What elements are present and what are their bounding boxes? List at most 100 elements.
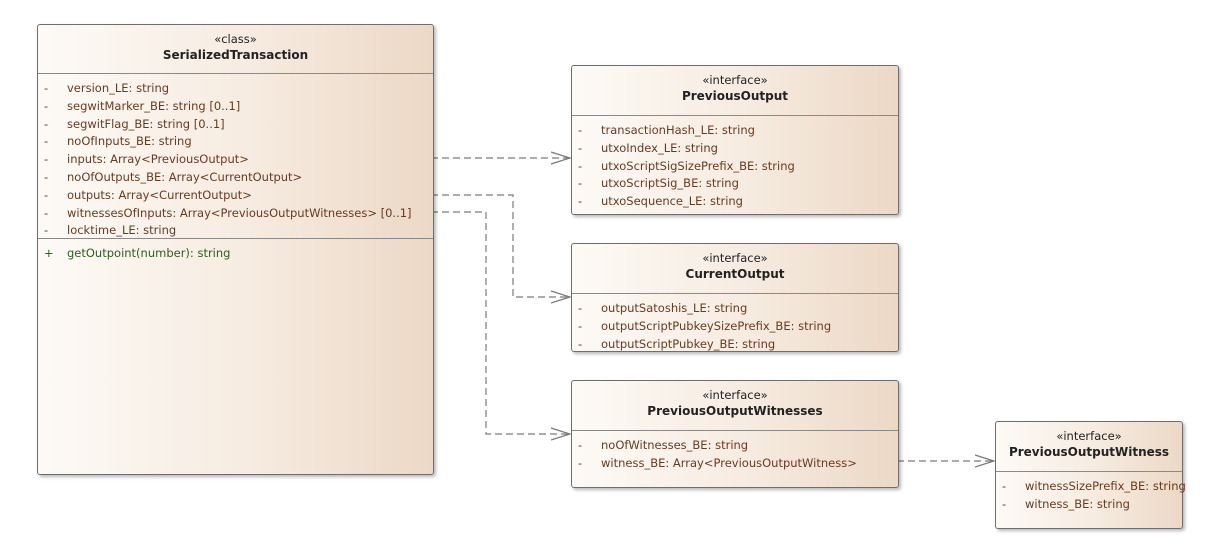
visibility-marker: - (578, 176, 583, 191)
attribute-row[interactable]: - outputScriptPubkey_BE: string (572, 336, 898, 354)
stereotype-label: «interface» (702, 73, 768, 87)
attribute-list: - witnessSizePrefix_BE: string - witness_B… (996, 472, 1186, 514)
attribute-row[interactable]: - witnessesOfInputs: Array<PreviousOutput… (38, 205, 433, 223)
attribute-row[interactable]: - outputs: Array<CurrentOutput> (38, 187, 433, 205)
visibility-marker: - (578, 140, 583, 155)
visibility-marker: - (578, 301, 583, 315)
open-arrow-icon (974, 454, 996, 468)
attribute-row[interactable]: - version_LE: string (38, 80, 433, 98)
connector-inputs-to-previous-output[interactable] (417, 151, 570, 165)
visibility-marker: - (44, 169, 49, 184)
attribute-text: outputSatoshis_LE: string (601, 301, 748, 315)
interface-name: PreviousOutputWitnesses (647, 404, 823, 418)
visibility-marker: - (1002, 479, 1007, 493)
attribute-row[interactable]: - witness_BE: Array<PreviousOutputWitness… (572, 455, 898, 473)
visibility-marker: - (578, 123, 583, 137)
visibility-marker: - (578, 455, 583, 470)
attribute-list: - version_LE: string - segwitMarker_BE: st… (38, 74, 433, 238)
visibility-marker: - (578, 194, 583, 209)
open-arrow-icon (550, 151, 572, 165)
attribute-row[interactable]: - locktime_LE: string (38, 222, 433, 240)
visibility-marker: - (578, 438, 583, 452)
operation-row[interactable]: + getOutpoint(number): string (38, 245, 433, 263)
class-header: «class» SerializedTransaction (38, 25, 433, 74)
attribute-list: - transactionHash_LE: string - utxoIndex_L… (572, 116, 898, 211)
interface-name: PreviousOutputWitness (1008, 445, 1170, 459)
interface-name: CurrentOutput (685, 267, 785, 281)
interface-name: PreviousOutput (681, 89, 789, 103)
visibility-marker: - (1002, 496, 1007, 511)
stereotype-label: «interface» (702, 388, 768, 402)
open-arrow-icon (550, 427, 572, 441)
stereotype-label: «interface» (1056, 429, 1122, 443)
attribute-text: inputs: Array<PreviousOutput> (67, 152, 249, 167)
interface-header: «interface» PreviousOutputWitness (996, 422, 1182, 472)
attribute-text: utxoSequence_LE: string (601, 194, 743, 209)
attribute-text: utxoScriptSigSizePrefix_BE: string (601, 158, 795, 173)
operation-text: getOutpoint(number): string (67, 246, 231, 260)
interface-header: «interface» PreviousOutputWitnesses (572, 381, 898, 431)
attribute-text: locktime_LE: string (67, 223, 177, 238)
attribute-text: noOfOutputs_BE: Array<CurrentOutput> (67, 169, 303, 184)
visibility-marker: - (578, 158, 583, 173)
attribute-text: outputs: Array<CurrentOutput> (67, 187, 252, 202)
visibility-marker: - (44, 81, 49, 95)
visibility-marker: + (44, 246, 54, 260)
attribute-text: witness_BE: Array<PreviousOutputWitness> (601, 455, 857, 470)
attribute-row[interactable]: - utxoScriptSig_BE: string (572, 175, 898, 193)
class-box-serialized-transaction[interactable]: «class» SerializedTransaction - version_L… (37, 24, 434, 475)
connector-witnesses-to-previous-output-witnesses[interactable] (417, 205, 570, 435)
attribute-row[interactable]: - transactionHash_LE: string (572, 122, 898, 140)
attribute-text: utxoIndex_LE: string (601, 140, 718, 155)
attribute-text: witness_BE: string (1025, 496, 1130, 511)
visibility-marker: - (44, 205, 49, 220)
attribute-row[interactable]: - outputScriptPubkeySizePrefix_BE: string (572, 318, 898, 336)
attribute-text: noOfInputs_BE: string (67, 134, 192, 149)
attribute-row[interactable]: - noOfOutputs_BE: Array<CurrentOutput> (38, 169, 433, 187)
attribute-text: segwitFlag_BE: string [0..1] (67, 116, 225, 131)
attribute-row[interactable]: - witnessSizePrefix_BE: string (996, 478, 1186, 496)
attribute-text: transactionHash_LE: string (601, 123, 755, 137)
interface-box-current-output[interactable]: «interface» CurrentOutput - outputSatoshi… (571, 243, 899, 352)
visibility-marker: - (44, 134, 49, 149)
attribute-text: outputScriptPubkey_BE: string (601, 336, 776, 351)
operation-list: + getOutpoint(number): string (38, 238, 433, 263)
attribute-text: outputScriptPubkeySizePrefix_BE: string (601, 318, 832, 333)
attribute-row[interactable]: - utxoSequence_LE: string (572, 193, 898, 211)
stereotype-label: «class» (214, 32, 257, 46)
interface-header: «interface» CurrentOutput (572, 244, 898, 294)
attribute-text: noOfWitnesses_BE: string (601, 438, 749, 452)
interface-box-previous-output-witnesses[interactable]: «interface» PreviousOutputWitnesses - noO… (571, 380, 899, 488)
stereotype-label: «interface» (702, 251, 768, 265)
interface-box-previous-output[interactable]: «interface» PreviousOutput - transactionH… (571, 65, 899, 215)
attribute-text: segwitMarker_BE: string [0..1] (67, 98, 241, 113)
visibility-marker: - (578, 336, 583, 351)
attribute-row[interactable]: - outputSatoshis_LE: string (572, 300, 898, 318)
interface-box-previous-output-witness[interactable]: «interface» PreviousOutputWitness - witne… (995, 421, 1186, 529)
connector-witness-to-previous-output-witness[interactable] (883, 454, 994, 468)
attribute-row[interactable]: - segwitFlag_BE: string [0..1] (38, 116, 433, 134)
attribute-row[interactable]: - inputs: Array<PreviousOutput> (38, 151, 433, 169)
visibility-marker: - (44, 152, 49, 167)
attribute-text: version_LE: string (67, 81, 170, 95)
visibility-marker: - (44, 98, 49, 113)
attribute-text: utxoScriptSig_BE: string (601, 176, 739, 191)
open-arrow-icon (550, 290, 572, 304)
attribute-row[interactable]: - utxoIndex_LE: string (572, 140, 898, 158)
attribute-text: witnessesOfInputs: Array<PreviousOutputW… (67, 205, 412, 220)
attribute-row[interactable]: - noOfWitnesses_BE: string (572, 437, 898, 455)
attribute-row[interactable]: - segwitMarker_BE: string [0..1] (38, 98, 433, 116)
attribute-text: witnessSizePrefix_BE: string (1025, 479, 1186, 493)
attribute-list: - outputSatoshis_LE: string - outputScript… (572, 294, 898, 353)
class-name: SerializedTransaction (162, 48, 309, 62)
attribute-row[interactable]: - witness_BE: string (996, 496, 1182, 514)
visibility-marker: - (44, 223, 49, 238)
attribute-row[interactable]: - noOfInputs_BE: string (38, 133, 433, 151)
interface-header: «interface» PreviousOutput (572, 66, 898, 116)
visibility-marker: - (44, 116, 49, 131)
attribute-row[interactable]: - utxoScriptSigSizePrefix_BE: string (572, 158, 898, 176)
visibility-marker: - (44, 187, 49, 202)
visibility-marker: - (578, 318, 583, 333)
attribute-list: - noOfWitnesses_BE: string - witness_BE: A… (572, 431, 898, 473)
connector-outputs-to-current-output[interactable] (417, 188, 570, 298)
